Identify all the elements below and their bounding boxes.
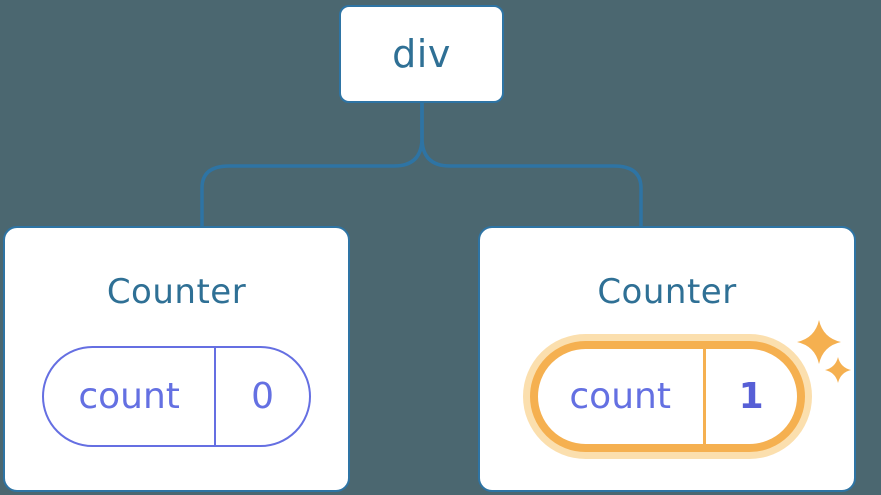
component-title: Counter <box>597 272 737 312</box>
state-value-cell: 0 <box>216 348 309 445</box>
state-value-cell: 1 <box>706 349 797 444</box>
state-key-label: count <box>78 376 180 417</box>
state-key-label: count <box>569 376 671 417</box>
state-key-cell: count <box>44 348 217 445</box>
component-title: Counter <box>106 272 247 312</box>
state-value: 0 <box>251 376 275 417</box>
state-key-cell: count <box>538 349 706 444</box>
counter-card-updated: Counter count 1 <box>478 226 856 492</box>
sparkles-icon <box>797 320 851 383</box>
tree-node-div: div <box>339 5 504 103</box>
root-node-label: div <box>392 32 451 76</box>
state-value: 1 <box>738 376 764 417</box>
state-pill-highlighted: count 1 <box>529 341 805 452</box>
counter-card-unchanged: Counter count 0 <box>3 226 350 492</box>
state-pill: count 0 <box>42 346 311 447</box>
